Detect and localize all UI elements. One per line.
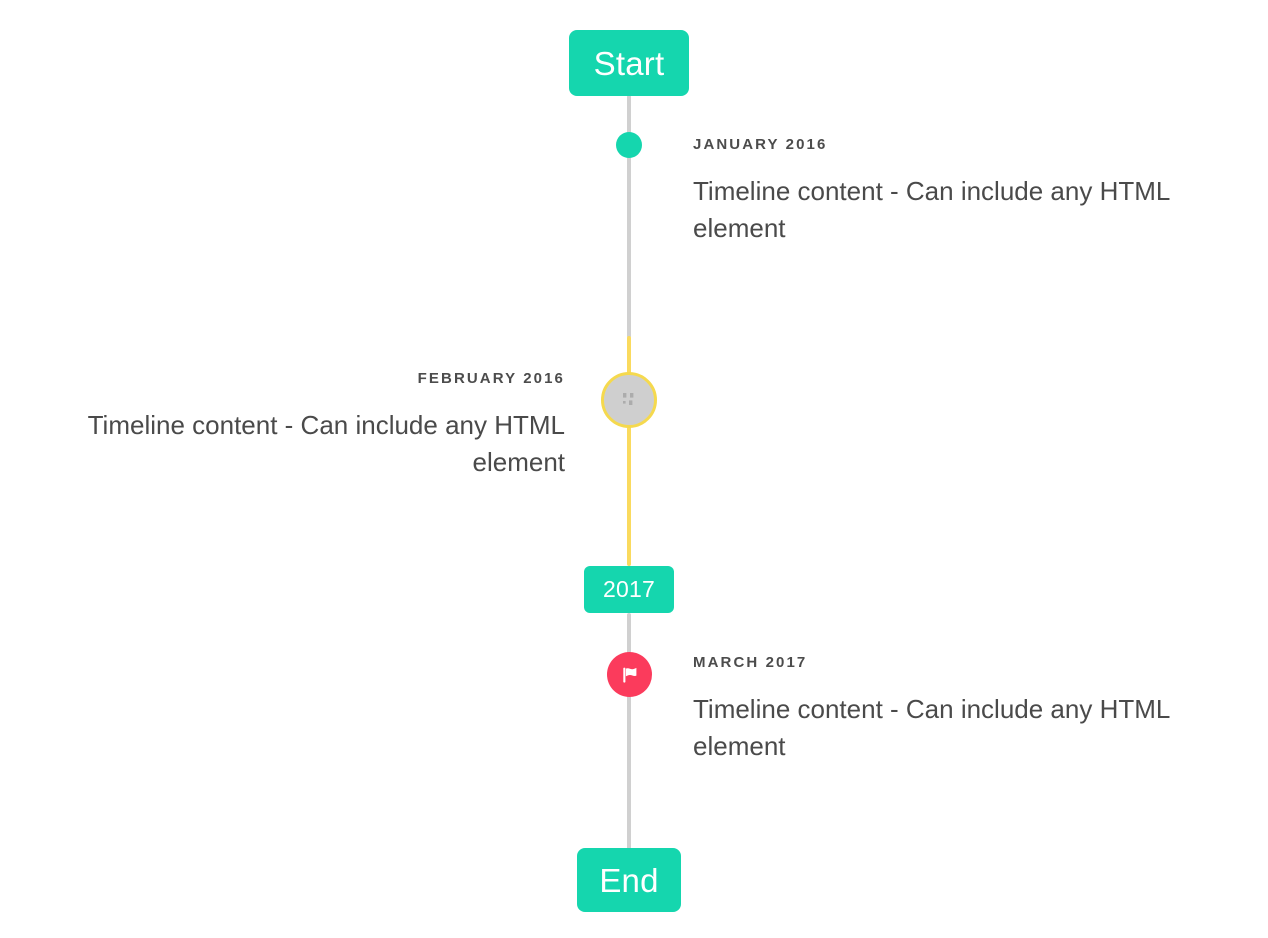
entry-body: Timeline content - Can include any HTML …: [693, 176, 1170, 244]
broken-image-icon: [623, 393, 634, 405]
timeline-entry-january-2016: JANUARY 2016 Timeline content - Can incl…: [693, 136, 1223, 248]
entry-label: FEBRUARY 2016: [417, 370, 565, 387]
timeline-spine-segment-bottom: [627, 613, 631, 851]
timeline-entry-february-2016: FEBRUARY 2016 Timeline content - Can inc…: [40, 370, 565, 482]
entry-body: Timeline content - Can include any HTML …: [693, 694, 1170, 762]
timeline-year-badge[interactable]: 2017: [584, 566, 674, 613]
entry-label: JANUARY 2016: [693, 136, 828, 153]
marker-dot-icon[interactable]: [616, 132, 642, 158]
entry-body: Timeline content - Can include any HTML …: [87, 410, 565, 478]
timeline-spine-segment-top: [627, 95, 631, 338]
marker-flag-icon[interactable]: [607, 652, 652, 697]
timeline-end-badge[interactable]: End: [577, 848, 681, 912]
timeline-start-label: Start: [593, 44, 665, 82]
timeline-end-label: End: [599, 861, 659, 899]
flag-icon: [622, 667, 636, 683]
entry-label: MARCH 2017: [693, 654, 808, 671]
timeline-entry-march-2017: MARCH 2017 Timeline content - Can includ…: [693, 654, 1223, 766]
timeline-start-badge[interactable]: Start: [569, 30, 689, 96]
marker-broken-image-icon[interactable]: [601, 372, 657, 428]
timeline-year-label: 2017: [603, 576, 655, 602]
timeline-spine-segment-yellow: [627, 336, 631, 566]
